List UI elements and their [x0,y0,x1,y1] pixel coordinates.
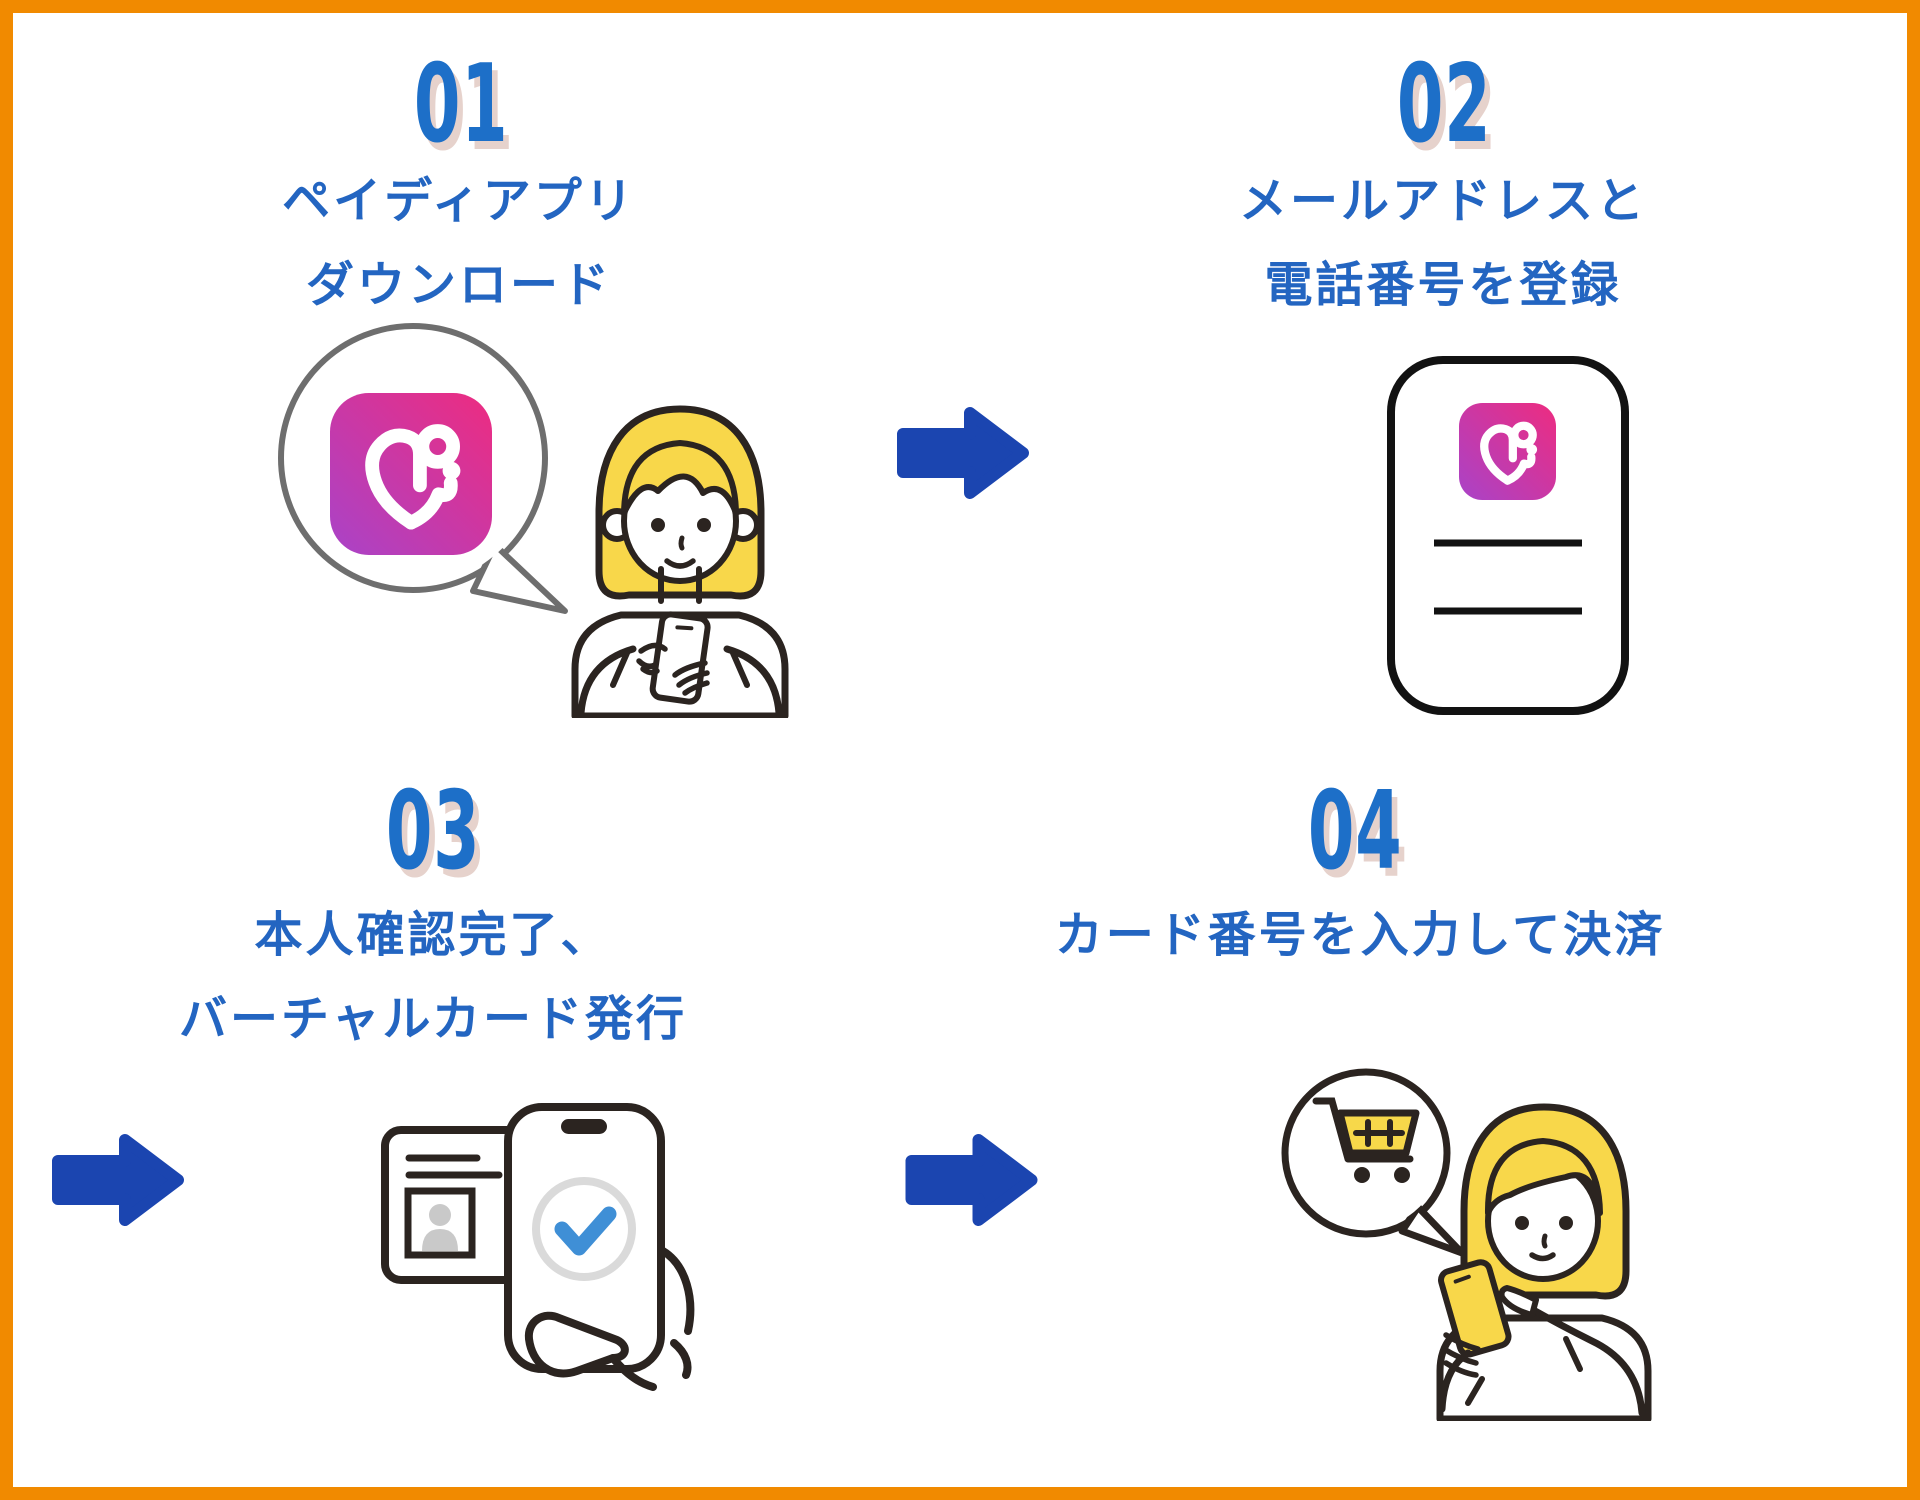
arrow-right-icon [896,401,1030,505]
step-03-title-line1: 本人確認完了、 [254,907,612,963]
step-02-title: メールアドレスと 電話番号を登録 [1063,159,1823,327]
step-02-title-line1: メールアドレスと [1238,173,1647,229]
step-02-number-text: 02 [1396,42,1492,167]
step-01-number-text: 01 [413,42,509,167]
woman-using-phone-illustration [1436,1103,1652,1421]
checkmark-icon [554,1206,617,1256]
step-03-illustration [381,1103,695,1391]
step-04-title: カード番号を入力して決済 [980,893,1740,977]
phone-icon [649,611,711,705]
step-03-number-text: 03 [385,769,481,894]
step-03-title: 本人確認完了、 バーチャルカード発行 [53,893,813,1061]
step-04-number-text: 04 [1307,769,1403,894]
step-04-illustration [1281,1068,1652,1421]
paidy-app-icon [1459,403,1556,500]
step-03-title-line2: バーチャルカード発行 [178,991,688,1047]
shopping-cart-icon [1312,1097,1420,1183]
step-01-title: ペイディアプリ ダウンロード [79,159,839,327]
step-02-title-line2: 電話番号を登録 [1264,257,1622,313]
step-01-title-line2: ダウンロード [305,257,612,313]
step-03-number: 03 [173,778,693,886]
input-lines [1434,539,1582,615]
paidy-app-icon [330,393,492,555]
step-04-title-line1: カード番号を入力して決済 [1054,907,1666,963]
woman-using-phone-illustration [571,405,789,718]
step-01-number: 01 [201,51,721,159]
phone-icon [1387,356,1629,715]
hand-illustration [524,1247,695,1391]
phone-icon [504,1103,665,1373]
step-02-illustration [1387,356,1629,715]
check-ring [532,1177,636,1281]
step-01-illustration [278,323,789,718]
arrow-right-icon [903,1128,1040,1232]
arrow-right-icon [48,1128,188,1232]
step-04-number: 04 [1095,778,1615,886]
step-01-title-line1: ペイディアプリ [282,173,636,229]
step-02-number: 02 [1184,51,1704,159]
phone-icon [1438,1259,1512,1358]
